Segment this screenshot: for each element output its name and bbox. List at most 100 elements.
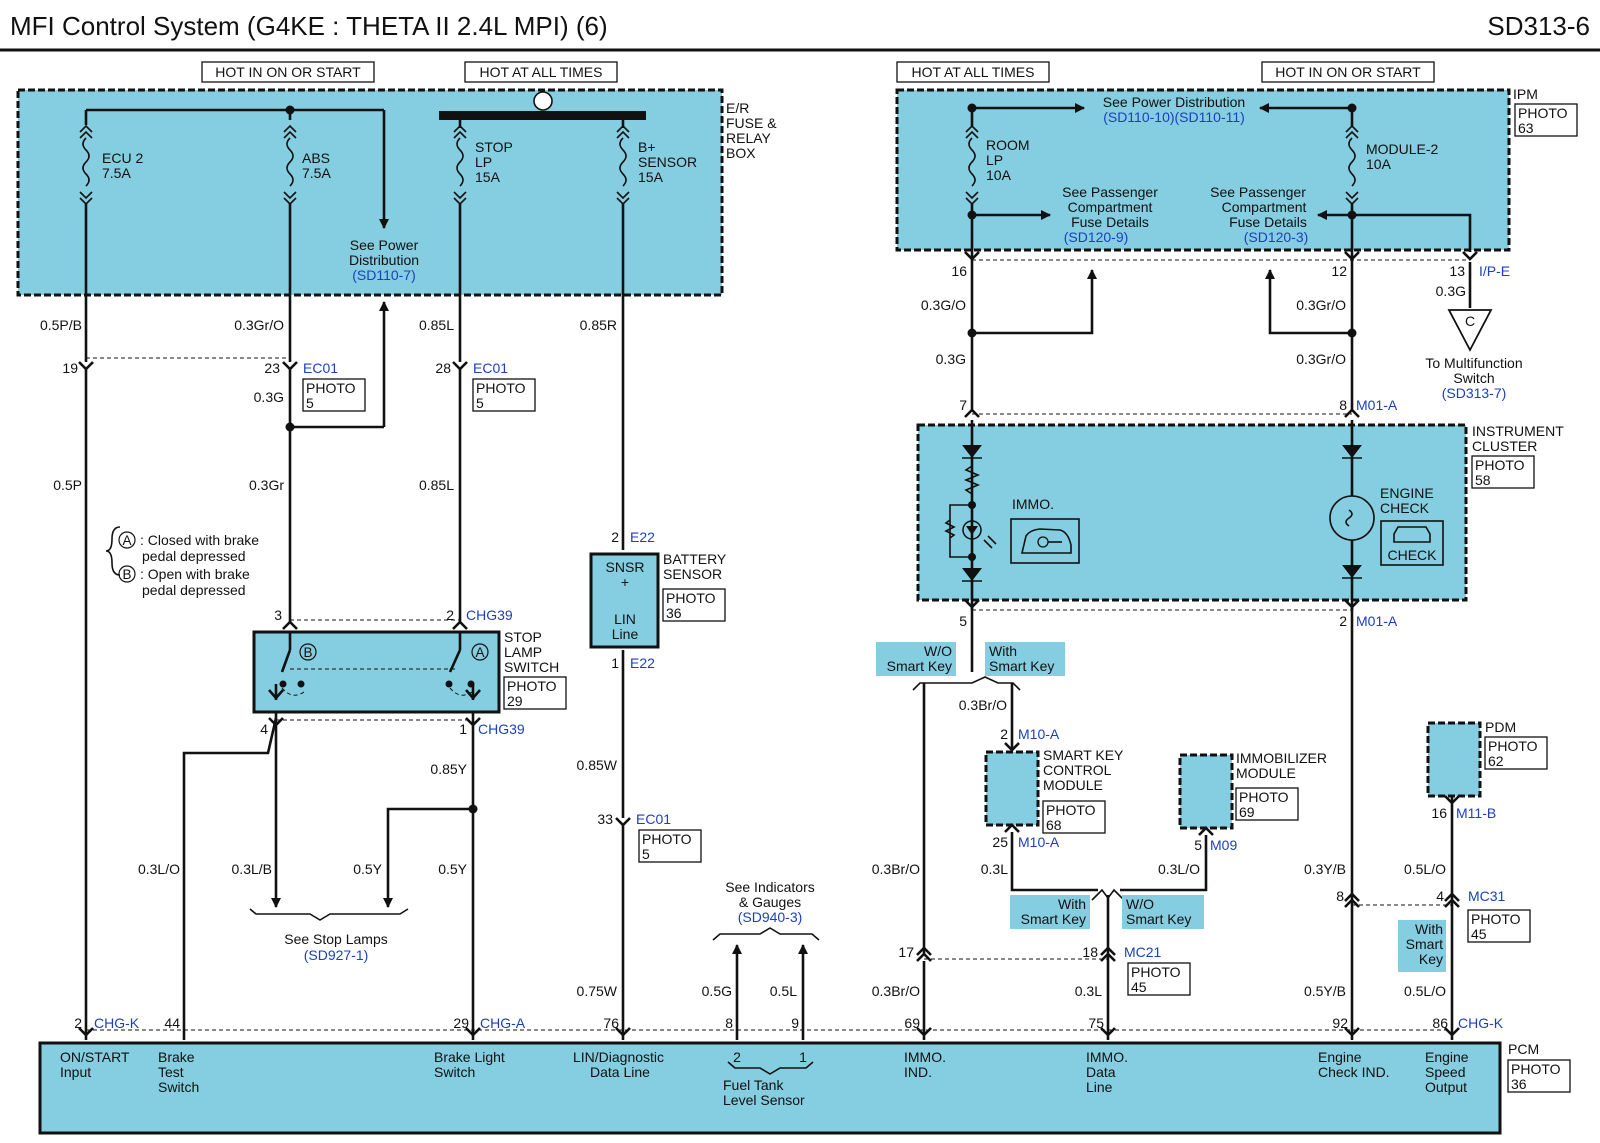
connector-code: CHG-A: [480, 1015, 526, 1031]
photo-ref: PHOTO: [1488, 738, 1538, 754]
option-tag: Smart: [1406, 936, 1443, 952]
pcm-pin-number: 44: [164, 1015, 180, 1031]
pdm-label: PDM: [1485, 719, 1516, 735]
see-passenger-note: Fuse Details: [1229, 214, 1307, 230]
wire-label: 0.5Y: [438, 861, 467, 877]
abs-fuse-rating: 7.5A: [302, 165, 331, 181]
photo-ref: PHOTO: [642, 831, 692, 847]
wire-label: 0.3Br/O: [959, 697, 1007, 713]
wire-label: 0.85W: [577, 757, 618, 773]
module-fuse-name: MODULE-2: [1366, 141, 1439, 157]
photo-ref: 58: [1475, 472, 1491, 488]
pin-number: 7: [959, 397, 967, 413]
module-fuse-rating: 10A: [1366, 156, 1392, 172]
ipm-label: IPM: [1513, 86, 1538, 102]
legend-a-symbol: A: [122, 533, 131, 548]
wire-label: 0.5L/O: [1404, 983, 1446, 999]
cluster-label: CLUSTER: [1472, 438, 1537, 454]
photo-ref: PHOTO: [1239, 789, 1289, 805]
bsensor-fuse-rating: 15A: [638, 169, 664, 185]
photo-ref: PHOTO: [507, 678, 557, 694]
see-passenger-note: Compartment: [1222, 199, 1307, 215]
stop-lamp-switch-box: [252, 630, 501, 714]
battery-sensor-inner: Line: [612, 626, 639, 642]
see-indicators-note: & Gauges: [739, 894, 801, 910]
pdm-box: [1426, 721, 1482, 798]
connector-code: EC01: [303, 360, 338, 376]
pcm-label: PCM: [1508, 1041, 1539, 1057]
bsensor-fuse-name: B+: [638, 139, 656, 155]
stop-switch-label: STOP: [504, 629, 542, 645]
connector-code: EC01: [636, 811, 671, 827]
wire-label: 0.75W: [577, 983, 618, 999]
cluster-label: INSTRUMENT: [1472, 423, 1564, 439]
cluster-internals: [944, 420, 1444, 610]
wire-label: 0.3L/O: [138, 861, 180, 877]
pin-number: 4: [260, 721, 268, 737]
abs-fuse-name: ABS: [302, 150, 330, 166]
immobilizer-label: IMMOBILIZER: [1236, 750, 1327, 766]
connector-code: M01-A: [1356, 613, 1398, 629]
pcm-pin-number: 76: [603, 1015, 619, 1031]
immobilizer-module-box: [1178, 753, 1234, 830]
option-tag: With: [1415, 921, 1443, 937]
wire-label: 0.5G: [702, 983, 732, 999]
wire-label: 0.3G: [1436, 283, 1466, 299]
hot-all-times-header-left: HOT AT ALL TIMES: [480, 64, 603, 80]
wire-label: 0.85L: [419, 477, 454, 493]
see-stop-lamps-ref[interactable]: (SD927-1): [304, 947, 369, 963]
smartkey-module-label: CONTROL: [1043, 762, 1112, 778]
bsensor-fuse-name: SENSOR: [638, 154, 697, 170]
connector-code: E22: [630, 655, 655, 671]
wire-labels: 0.5P/B 0.5P 0.3Gr/O 0.3G 0.3Gr 0.85L 0.8…: [40, 283, 1466, 999]
see-passenger-ref[interactable]: (SD120-9): [1064, 229, 1129, 245]
left-wiring: B A: [78, 204, 820, 1075]
wire-label: 0.3L/O: [1158, 861, 1200, 877]
pcm-terminal-label: IMMO.: [904, 1049, 946, 1065]
pcm-terminal-label: Brake Light: [434, 1049, 505, 1065]
see-passenger-note: Compartment: [1068, 199, 1153, 215]
see-indicators-note: See Indicators: [725, 879, 815, 895]
connector-code: CHG-K: [1458, 1015, 1504, 1031]
ipm-box: [895, 88, 1511, 252]
see-power-ref[interactable]: (SD110-7): [352, 267, 416, 283]
wire-label: 0.3G: [254, 389, 284, 405]
connector-code: CHG39: [478, 721, 525, 737]
connector-code: M09: [1210, 837, 1237, 853]
legend-b-text: : Open with brake: [140, 566, 250, 582]
to-multifunction-ref[interactable]: (SD313-7): [1442, 385, 1507, 401]
wire-label: 0.85Y: [430, 761, 467, 777]
stop-switch-label: LAMP: [504, 644, 542, 660]
photo-ref: 5: [642, 846, 650, 862]
see-power-ref[interactable]: (SD110-10)(SD110-11): [1103, 109, 1245, 125]
stop-switch-label: SWITCH: [504, 659, 559, 675]
see-indicators-ref[interactable]: (SD940-3): [738, 909, 803, 925]
er-label: BOX: [726, 145, 756, 161]
option-tag: W/O: [1126, 896, 1154, 912]
pin-number: 17: [898, 944, 914, 960]
wire-label: 0.85L: [419, 317, 454, 333]
see-stop-lamps-note: See Stop Lamps: [284, 931, 388, 947]
hot-all-times-header-right: HOT AT ALL TIMES: [912, 64, 1035, 80]
c-terminal-symbol: C: [1465, 313, 1475, 329]
pcm-terminal-label: Fuel Tank: [723, 1077, 784, 1093]
to-multifunction-note: To Multifunction: [1425, 355, 1522, 371]
wire-label: 0.3L: [1075, 983, 1102, 999]
cross-references: See Stop Lamps (SD927-1) See Indicators …: [284, 355, 1522, 963]
photo-refs: PHOTO 5 PHOTO 5 PHOTO 5 PHOTO 29 PHOTO 3…: [302, 103, 1578, 1093]
er-label: E/R: [726, 100, 749, 116]
pin-number: 5: [959, 613, 967, 629]
pcm-terminal-label: Switch: [158, 1079, 199, 1095]
legend-a-text: : Closed with brake: [140, 532, 259, 548]
connector-code: CHG-K: [94, 1015, 140, 1031]
see-passenger-ref[interactable]: (SD120-3): [1244, 229, 1309, 245]
wire-label: 0.5P/B: [40, 317, 82, 333]
engine-check-label: CHECK: [1380, 500, 1430, 516]
wire-label: 0.5Y: [353, 861, 382, 877]
pcm-terminal-label: Data: [1086, 1064, 1116, 1080]
smartkey-module-label: SMART KEY: [1043, 747, 1124, 763]
connector-code: M10-A: [1018, 726, 1060, 742]
photo-ref: 36: [666, 605, 682, 621]
instrument-cluster-box: [916, 423, 1468, 602]
